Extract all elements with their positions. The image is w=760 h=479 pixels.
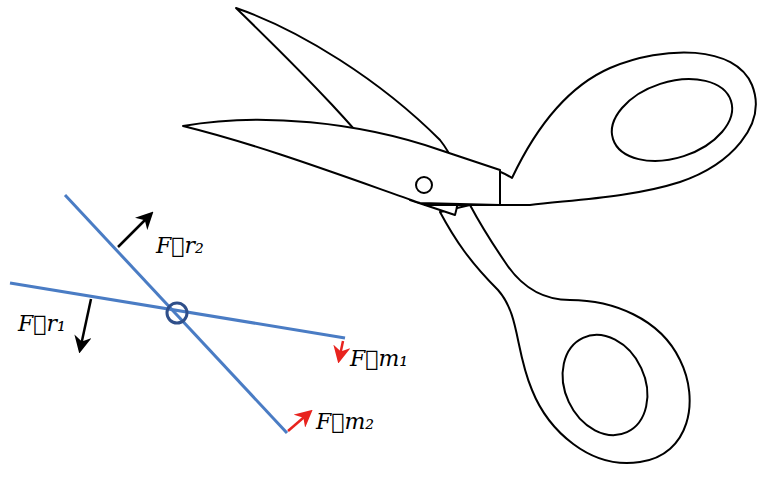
force-arrow [80, 299, 91, 350]
force-diagram [10, 195, 345, 433]
pivot-screw [416, 177, 432, 193]
upper-handle-hole [601, 65, 742, 176]
horizontal-blade [183, 120, 500, 205]
pivot-circle [167, 303, 187, 323]
lever-line [65, 195, 287, 433]
force-label: F⃗r₁ [18, 310, 66, 339]
force-label: F⃗m₁ [350, 345, 408, 374]
force-label: F⃗m₂ [316, 408, 374, 437]
lever-line [10, 283, 345, 338]
force-label: F⃗r₂ [156, 232, 204, 261]
scissors-drawing [183, 8, 756, 463]
force-arrow [339, 341, 343, 360]
force-arrow [288, 412, 310, 431]
lower-handle-hole [547, 321, 663, 449]
lower-handle [440, 205, 690, 463]
force-arrow [118, 214, 151, 247]
diagonal-blade [236, 8, 459, 215]
